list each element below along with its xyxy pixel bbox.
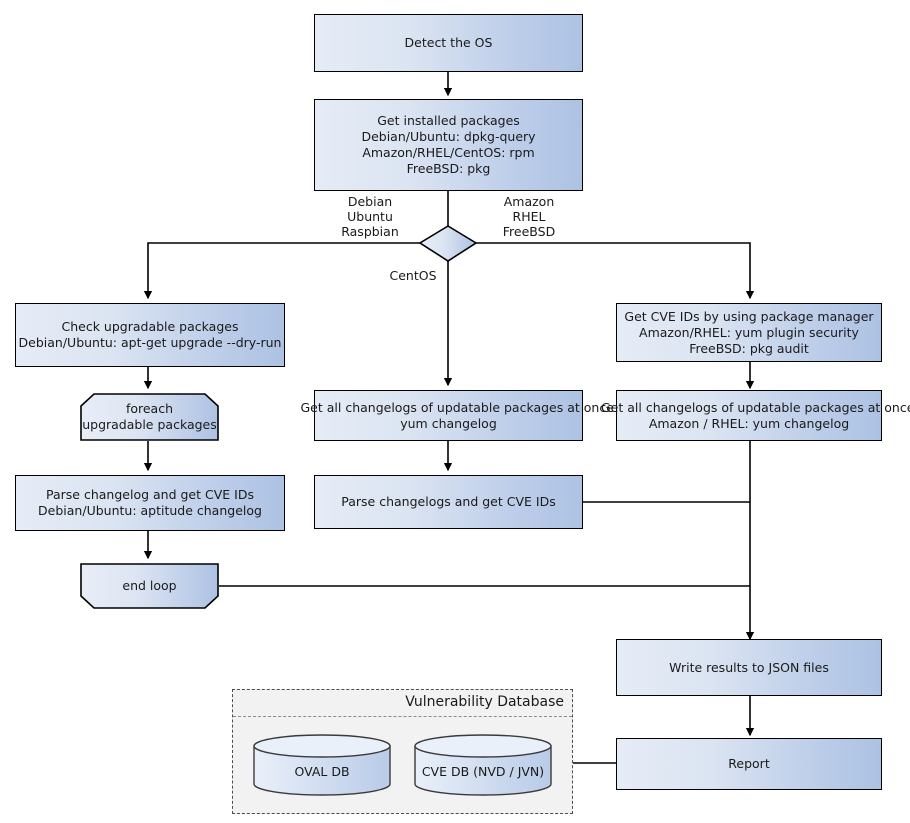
line-1: Check upgradable packages bbox=[61, 319, 239, 334]
line-2: upgradable packages bbox=[82, 417, 217, 432]
line-2: Debian/Ubuntu: dpkg-query bbox=[361, 129, 536, 144]
node-changelogs-centos[interactable]: Get all changelogs of updatable packages… bbox=[301, 390, 614, 441]
db-oval[interactable]: OVAL DB bbox=[252, 734, 392, 796]
group-title: Vulnerability Database bbox=[405, 694, 564, 710]
node-parse-changelog-deb[interactable]: Parse changelog and get CVE IDs Debian/U… bbox=[15, 475, 285, 531]
edge-label-bottom-branch: CentOS bbox=[389, 268, 437, 283]
db-cve-label: CVE DB (NVD / JVN) bbox=[421, 764, 545, 779]
edge-label-left-3: Raspbian bbox=[341, 224, 399, 239]
node-write-json[interactable]: Write results to JSON files bbox=[616, 639, 882, 696]
line-2: Amazon/RHEL: yum plugin security bbox=[639, 324, 859, 340]
line-2: Amazon / RHEL: yum changelog bbox=[648, 415, 850, 431]
node-get-cve-pkgmgr-label: Get CVE IDs by using package manager Ama… bbox=[624, 309, 873, 357]
line-3: FreeBSD: pkg audit bbox=[689, 340, 809, 356]
node-check-upgradable-label: Check upgradable packages Debian/Ubuntu:… bbox=[19, 319, 282, 351]
end-loop-shape bbox=[80, 563, 219, 609]
edge-label-right-branch: Amazon RHEL FreeBSD bbox=[487, 194, 571, 239]
node-foreach-loop-label: foreach upgradable packages bbox=[82, 401, 217, 433]
node-changelogs-rhel[interactable]: Get all changelogs of updatable packages… bbox=[601, 390, 910, 441]
line-1: Get all changelogs of updatable packages… bbox=[601, 399, 910, 415]
line-1: Get all changelogs of updatable packages… bbox=[300, 399, 614, 415]
node-changelogs-centos-label: Get all changelogs of updatable packages… bbox=[301, 400, 614, 432]
edge-label-left-1: Debian bbox=[347, 194, 393, 209]
node-get-cve-pkgmgr[interactable]: Get CVE IDs by using package manager Ama… bbox=[616, 303, 882, 362]
line-1: Parse changelog and get CVE IDs bbox=[46, 487, 254, 502]
foreach-loop-shape bbox=[80, 393, 219, 441]
edge-label-left-branch: Debian Ubuntu Raspbian bbox=[328, 194, 412, 239]
node-end-loop-label: end loop bbox=[122, 578, 177, 593]
decision-diamond bbox=[418, 225, 478, 262]
vulnerability-database-group: Vulnerability Database OVAL DB CVE DB (N… bbox=[232, 689, 573, 814]
group-header-divider bbox=[233, 716, 572, 717]
node-get-installed-packages-label: Get installed packages Debian/Ubuntu: dp… bbox=[361, 113, 535, 177]
node-foreach-loop[interactable]: foreach upgradable packages bbox=[80, 393, 219, 441]
edge-decision-right bbox=[476, 242, 755, 300]
line-2: Debian/Ubuntu: apt-get upgrade --dry-run bbox=[18, 335, 282, 350]
line-1: foreach bbox=[125, 401, 174, 416]
line-2: yum changelog bbox=[400, 415, 497, 431]
line-4: FreeBSD: pkg bbox=[406, 161, 491, 176]
edge-decision-left bbox=[143, 242, 420, 300]
node-report-label: Report bbox=[728, 756, 770, 771]
edge-label-right-1: Amazon bbox=[503, 194, 555, 209]
node-end-loop[interactable]: end loop bbox=[80, 563, 219, 609]
line-1: Get CVE IDs by using package manager bbox=[624, 308, 874, 324]
node-parse-changelogs-centos[interactable]: Parse changelogs and get CVE IDs bbox=[314, 475, 583, 529]
node-parse-changelog-deb-label: Parse changelog and get CVE IDs Debian/U… bbox=[38, 487, 262, 519]
node-write-json-label: Write results to JSON files bbox=[669, 659, 829, 675]
node-changelogs-rhel-label: Get all changelogs of updatable packages… bbox=[601, 400, 910, 432]
db-oval-shape bbox=[253, 734, 391, 796]
edge-label-left-2: Ubuntu bbox=[347, 209, 393, 224]
node-report[interactable]: Report bbox=[616, 738, 882, 790]
node-parse-changelogs-centos-label: Parse changelogs and get CVE IDs bbox=[341, 494, 556, 509]
node-get-installed-packages[interactable]: Get installed packages Debian/Ubuntu: dp… bbox=[314, 99, 583, 191]
line-2: Debian/Ubuntu: aptitude changelog bbox=[38, 503, 262, 518]
edge-label-right-3: FreeBSD bbox=[502, 224, 556, 239]
line-1: Get installed packages bbox=[377, 113, 520, 128]
db-oval-label: OVAL DB bbox=[294, 764, 350, 779]
node-detect-os[interactable]: Detect the OS bbox=[314, 14, 583, 72]
line-3: Amazon/RHEL/CentOS: rpm bbox=[362, 145, 535, 160]
node-check-upgradable[interactable]: Check upgradable packages Debian/Ubuntu:… bbox=[15, 303, 285, 367]
db-cve[interactable]: CVE DB (NVD / JVN) bbox=[413, 734, 553, 796]
db-cve-shape bbox=[414, 734, 552, 796]
node-detect-os-label: Detect the OS bbox=[404, 35, 493, 50]
edge-label-right-2: RHEL bbox=[512, 209, 546, 224]
